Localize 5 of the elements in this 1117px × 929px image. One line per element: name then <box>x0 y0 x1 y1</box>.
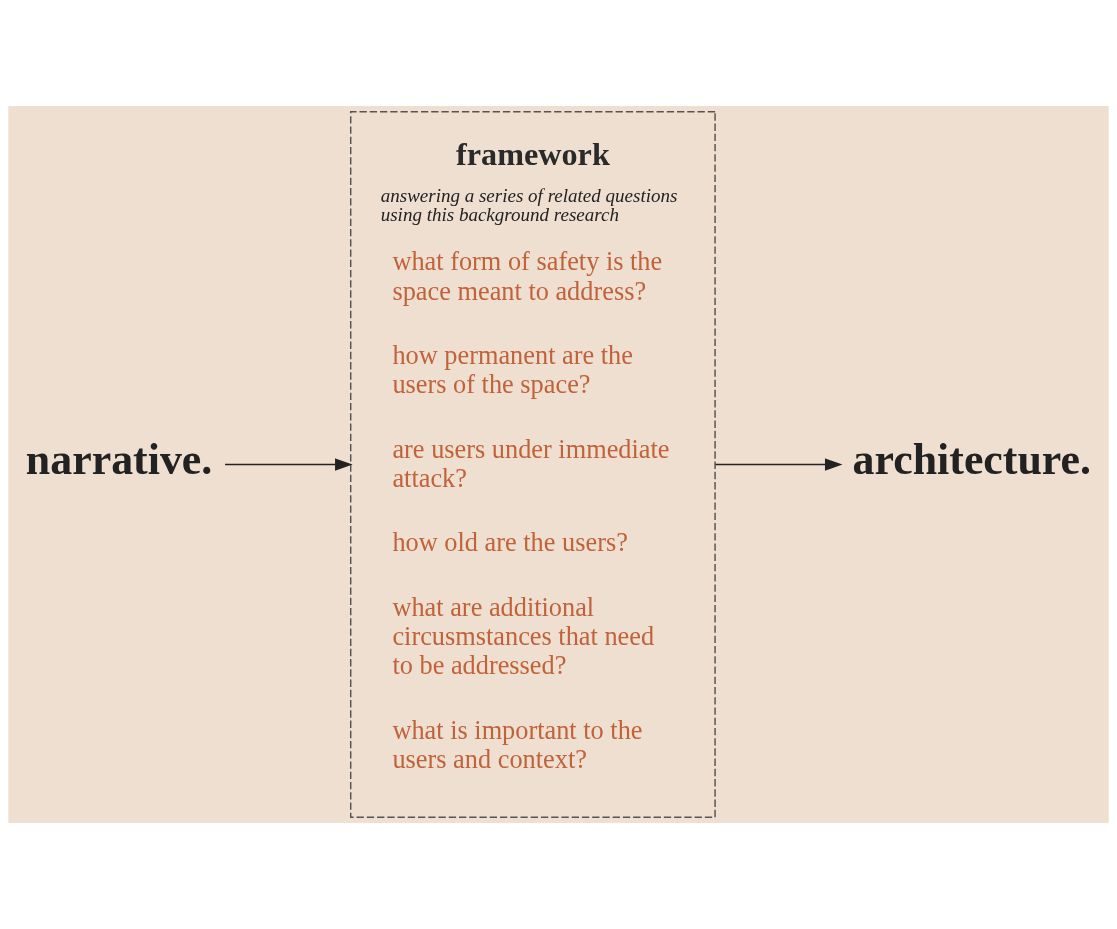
arrow <box>714 458 843 471</box>
node-box: framework answering a series of related questions using this background research what form of safety is the space meant to address? how permanent are the users of the space? are users under immediate attack? how old are the users? what are additional circusmstances that need to be addressed? what is important to the users and context? <box>350 111 716 818</box>
arrow <box>224 458 353 471</box>
node-text: architecture. <box>852 435 1092 484</box>
node-text: narrative. <box>25 435 213 484</box>
